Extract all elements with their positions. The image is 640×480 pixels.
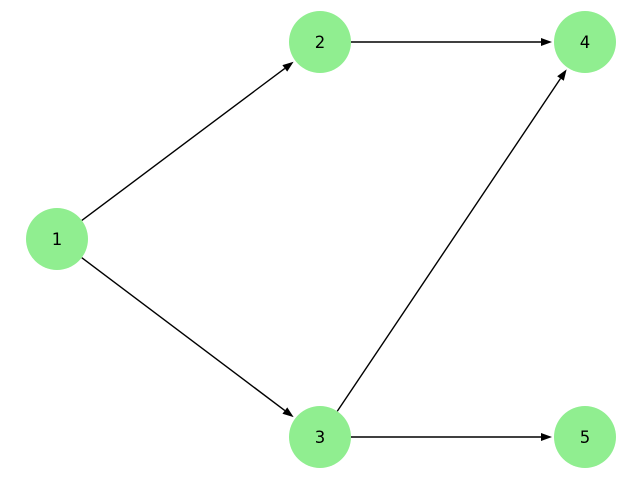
node-label-2: 2 xyxy=(315,33,326,52)
arrowhead-3-5 xyxy=(541,433,552,441)
arrowhead-1-3 xyxy=(282,407,294,418)
edge-1-3 xyxy=(81,257,286,412)
edge-3-4 xyxy=(336,78,562,412)
node-4 xyxy=(554,11,616,73)
node-1 xyxy=(26,208,88,270)
node-label-4: 4 xyxy=(580,33,591,52)
node-2 xyxy=(289,11,351,73)
node-3 xyxy=(289,406,351,468)
node-label-1: 1 xyxy=(52,230,63,249)
node-label-5: 5 xyxy=(580,428,591,447)
arrowhead-2-4 xyxy=(541,38,552,46)
arrowhead-1-2 xyxy=(282,61,294,72)
node-label-3: 3 xyxy=(315,428,326,447)
arrowhead-3-4 xyxy=(557,69,567,81)
node-5 xyxy=(554,406,616,468)
edge-1-2 xyxy=(81,67,286,221)
